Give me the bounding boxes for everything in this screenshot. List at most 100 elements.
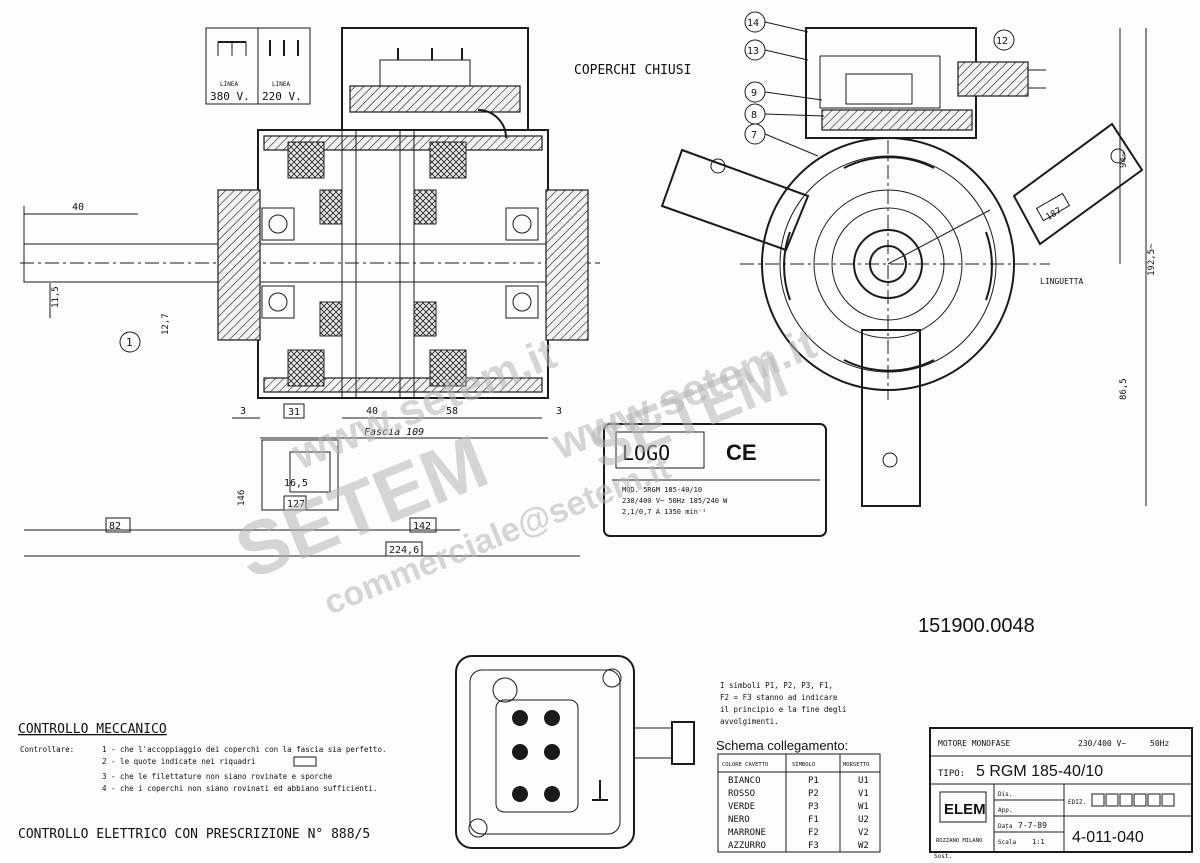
dim-40: 40: [366, 406, 378, 417]
replace-label: Sost.: [934, 853, 952, 860]
watermark-brand: SETEM: [580, 342, 797, 482]
right-end-shield: [545, 189, 589, 341]
scheme-cell: ROSSO: [728, 789, 755, 799]
dim-82: 82: [109, 521, 121, 532]
balloon-8: 8: [751, 110, 757, 121]
stator-core: [341, 129, 415, 399]
check-item: 2 - le quote indicate nei riquadri: [102, 757, 256, 766]
scheme-cell: BIANCO: [728, 776, 761, 786]
balloon-12: 12: [996, 36, 1008, 47]
balloon-13: 13: [747, 46, 759, 57]
front-view: 14 13 12 9 8 7 94~ 192,5~ 86,5 187 LINGU…: [660, 11, 1157, 507]
cable-gland: [671, 721, 695, 765]
ce-mark: CE: [726, 440, 757, 465]
scheme-note: I simboli P1, P2, P3, F1,: [720, 681, 833, 690]
dim-31: 31: [288, 407, 300, 418]
motor-frequency: 50Hz: [1150, 739, 1169, 748]
check-item: 3 - che le filettature non siano rovinat…: [102, 772, 333, 781]
key-label: LINGUETTA: [1040, 277, 1084, 286]
drawing-code: 4-011-040: [1072, 829, 1144, 846]
scheme-cell: F2: [808, 828, 819, 838]
motor-kind: MOTORE MONOFASE: [938, 739, 1010, 748]
scheme-cell: W1: [858, 802, 869, 812]
scheme-cell: P3: [808, 802, 819, 812]
balloon-9: 9: [751, 88, 757, 99]
dim-16-5: 16,5: [284, 478, 308, 489]
dim-11-5: 11,5: [51, 286, 61, 308]
line-label-left: LINEA: [220, 81, 238, 88]
scheme-cell: F3: [808, 841, 819, 851]
check-lead: Controllare:: [20, 745, 74, 754]
mounting-arm: [660, 148, 810, 252]
scheme-cell: U1: [858, 776, 869, 786]
scheme-cell: NERO: [728, 815, 750, 825]
line-config-diagram: LINEA LINEA 380 V. 220 V.: [205, 27, 311, 105]
scheme-table: [717, 753, 881, 853]
motor-voltage: 230/400 V~: [1078, 739, 1126, 748]
mounting-arm: [1012, 122, 1144, 246]
check-item: 1 - che l'accoppiaggio dei coperchi con …: [102, 745, 386, 754]
svg-text:ELEM: ELEM: [944, 801, 986, 818]
plate-electrical: 230/400 V~ 50Hz 185/240 W: [622, 497, 728, 505]
dim-192-5: 192,5~: [1147, 243, 1157, 276]
electrical-check-title: CONTROLLO ELETTRICO CON PRESCRIZIONE N° …: [18, 827, 370, 842]
plate-model: MOD. 5RGM 185-40/10: [622, 486, 702, 494]
scheme-header: MORSETTO: [843, 762, 870, 768]
balloon-14: 14: [747, 18, 759, 29]
side-section-view: [20, 27, 600, 511]
dim-shaft-length: 40: [72, 202, 84, 213]
voltage-380: 380 V.: [210, 90, 250, 103]
dim-187: 187: [1044, 206, 1063, 223]
check-item: 4 - che i coperchi non siano rovinati ed…: [102, 784, 377, 793]
scale-value: 1:1: [1032, 838, 1045, 846]
dim-58: 58: [446, 406, 458, 417]
right-bearing: [505, 207, 539, 241]
dim-142: 142: [413, 521, 431, 532]
scheme-note: avvolgimenti.: [720, 717, 779, 726]
plate-logo: LOGO: [622, 441, 670, 465]
scheme-cell: VERDE: [728, 802, 755, 812]
scheme-title: Schema collegamento:: [716, 738, 848, 753]
motor-type: 5 RGM 185-40/10: [976, 763, 1103, 780]
scheme-cell: MARRONE: [728, 828, 766, 838]
dim-94: 94~: [1119, 151, 1129, 168]
plate-current: 2,1/0,7 A 1350 min⁻¹: [622, 508, 706, 516]
dim-224-6: 224,6: [389, 545, 419, 556]
dim-12-7: 12,7: [161, 313, 171, 335]
edition-label: EDIZ.: [1068, 799, 1086, 806]
scheme-cell: AZZURRO: [728, 841, 766, 851]
scale-label: Scala: [998, 839, 1016, 846]
part-number: 151900.0048: [918, 615, 1035, 637]
left-bearing: [261, 207, 295, 241]
control-notes: CONTROLLO MECCANICO Controllare: 1 - che…: [18, 722, 386, 842]
scheme-header: SIMBOLO: [792, 762, 815, 768]
winding: [429, 141, 467, 179]
scheme-note: F2 = F3 stanno ad indicare: [720, 693, 838, 702]
app-label: App.: [998, 807, 1012, 814]
terminal-block: [495, 699, 579, 813]
dim-3-right: 3: [556, 406, 562, 417]
side-dimensions: 40 11,5 12,7 3 31 40 58 3 Fascia 109 16,…: [23, 202, 580, 557]
terminal-box-top-view: [455, 655, 695, 849]
dim-146: 146: [237, 490, 247, 506]
scheme-note: il principio e la fine degli: [720, 705, 846, 714]
winding: [287, 141, 325, 179]
scheme-cell: V1: [858, 789, 869, 799]
company-logo: [939, 791, 987, 823]
closed-covers-label: COPERCHI CHIUSI: [574, 63, 691, 78]
voltage-220: 220 V.: [262, 90, 302, 103]
balloon-1: [119, 331, 141, 353]
scheme-cell: P1: [808, 776, 819, 786]
date-label: Data: [998, 823, 1013, 830]
winding: [287, 349, 325, 387]
scheme-header: COLORE CAVETTO: [722, 762, 768, 768]
dim-127: 127: [287, 499, 305, 510]
left-end-shield: [217, 189, 261, 341]
scheme-cell: W2: [858, 841, 869, 851]
scheme-cell: U2: [858, 815, 869, 825]
dim-fascia: Fascia 109: [364, 427, 424, 438]
scheme-cell: P2: [808, 789, 819, 799]
mounting-arm: [861, 329, 921, 507]
balloon-7: 7: [751, 130, 757, 141]
dis-label: Dis.: [998, 791, 1012, 798]
